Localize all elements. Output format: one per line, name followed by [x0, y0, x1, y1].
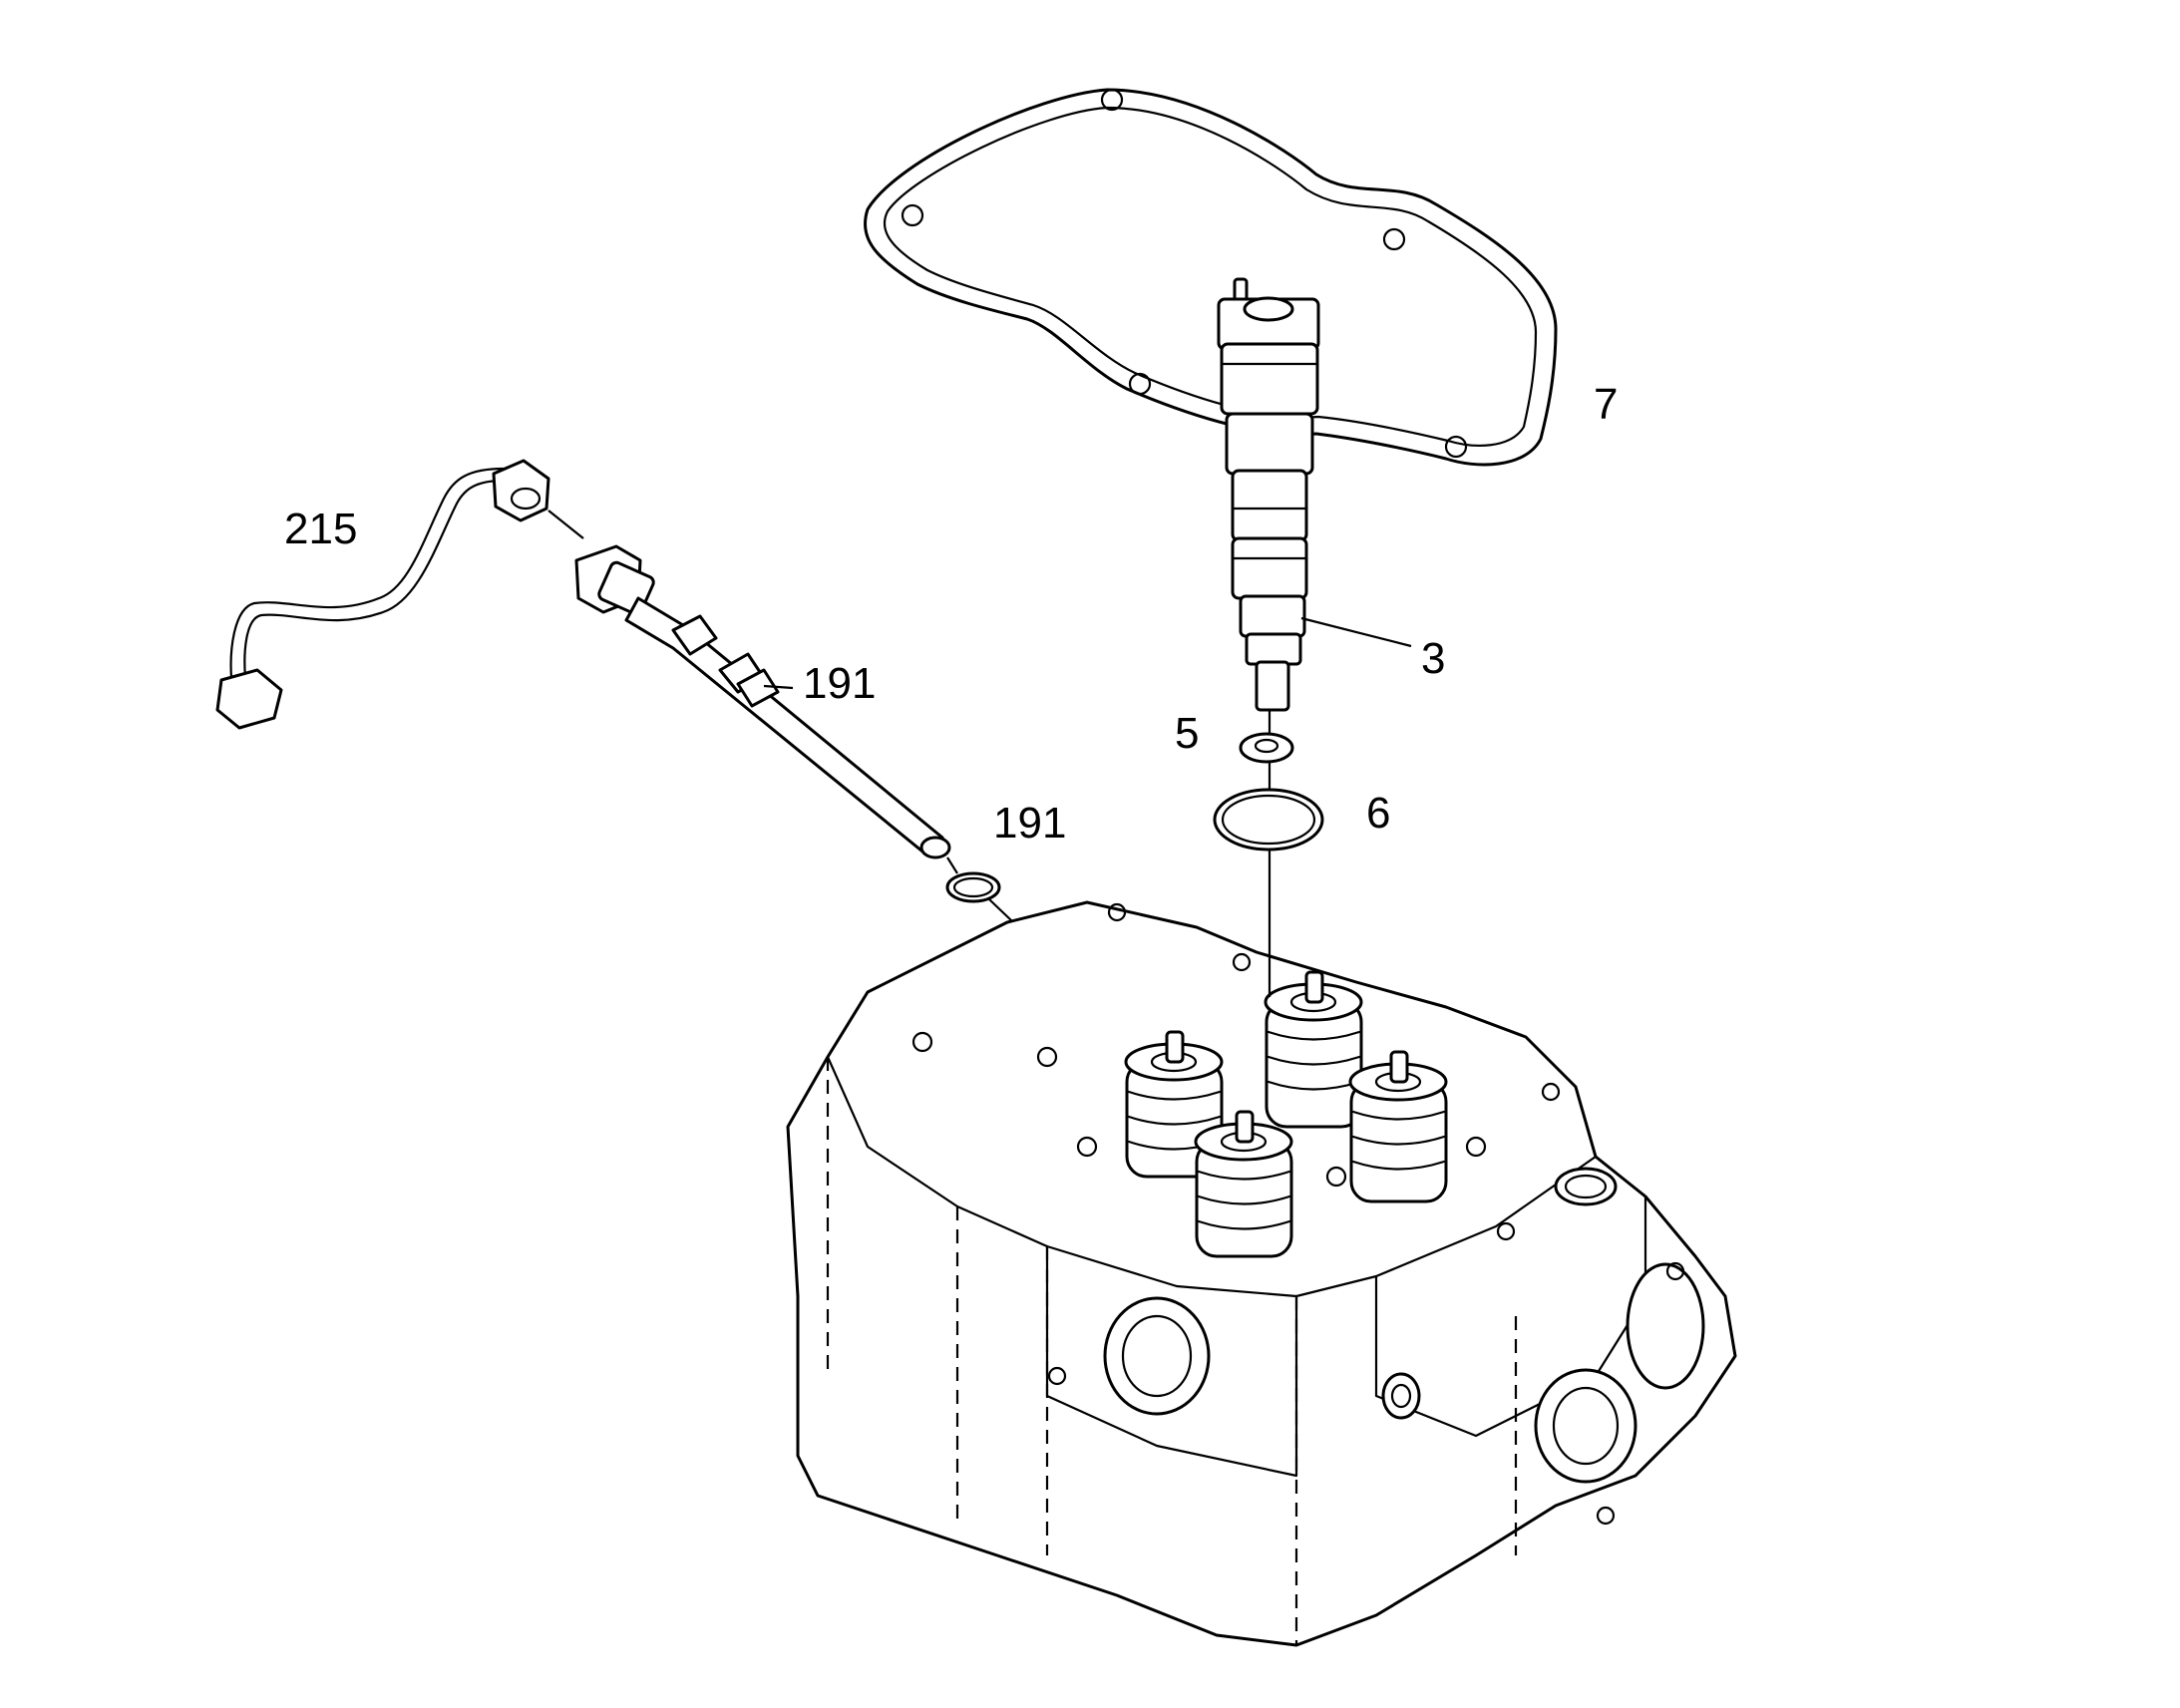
- o-ring-large: [1213, 788, 1324, 852]
- callout-191-o-ring: 191: [993, 799, 1066, 848]
- cylinder-head: [786, 900, 1737, 1647]
- o-ring-small: [945, 871, 1001, 903]
- assembly-lines: [547, 510, 1272, 997]
- injector-washer: [1239, 732, 1294, 764]
- injection-line: [215, 459, 550, 730]
- valve-spring-2: [1264, 970, 1363, 1129]
- callout-215: 215: [284, 505, 357, 553]
- fuel-injector: [1217, 277, 1320, 712]
- callout-6: 6: [1366, 789, 1390, 838]
- callout-191-pipe: 191: [803, 659, 876, 708]
- pressure-pipe-stub: [624, 596, 951, 859]
- callout-5: 5: [1175, 709, 1199, 758]
- leader-lines: [763, 616, 1412, 690]
- valve-cover-gasket: [863, 88, 1558, 467]
- valve-spring-4: [1348, 1050, 1448, 1203]
- callout-7: 7: [1594, 380, 1618, 429]
- valve-spring-3: [1194, 1110, 1293, 1258]
- callout-3: 3: [1421, 634, 1445, 683]
